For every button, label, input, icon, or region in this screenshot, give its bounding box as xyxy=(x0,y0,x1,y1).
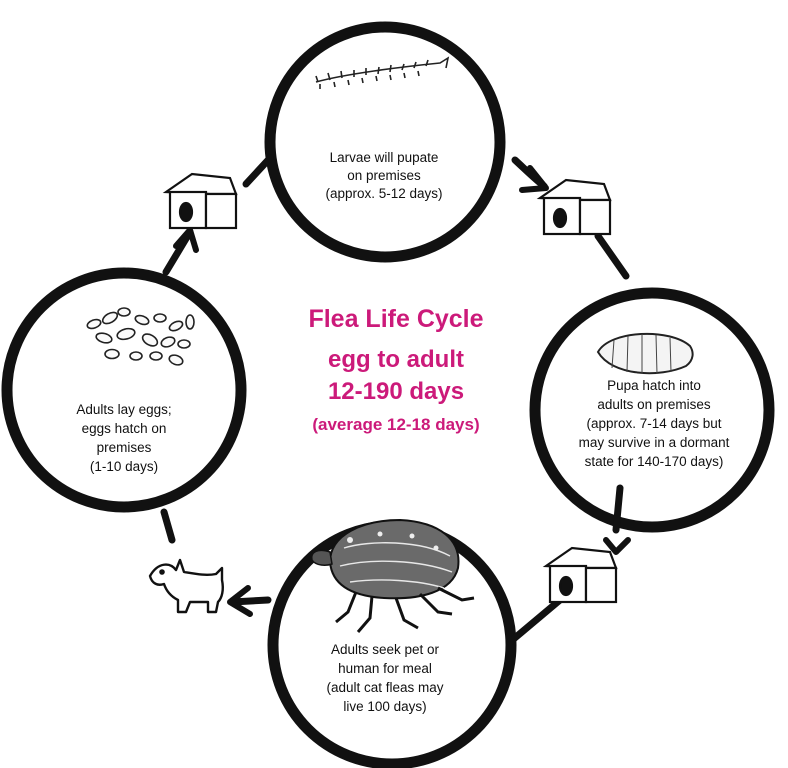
pupa-caption-line: adults on premises xyxy=(597,397,711,412)
adult-caption-line: live 100 days) xyxy=(343,699,426,714)
doghouse-icon xyxy=(162,172,238,230)
adult-caption-line: (adult cat fleas may xyxy=(326,680,443,695)
eggs-stage-circle xyxy=(1,267,247,513)
diagram-title: Flea Life Cycle xyxy=(308,305,483,333)
pupa-caption-line: Pupa hatch into xyxy=(607,378,701,393)
adult-caption-line: Adults seek pet or xyxy=(331,642,440,657)
adult-caption-line: human for meal xyxy=(338,661,432,676)
connector-line xyxy=(506,596,564,646)
diagram-subtitle: egg to adult xyxy=(328,346,464,373)
connector-line xyxy=(160,508,176,544)
arrow-left-icon xyxy=(227,585,253,617)
arrow-up-icon xyxy=(173,227,199,253)
adult-caption: Adults seek pet or human for meal (adult… xyxy=(326,642,443,714)
larva-icon xyxy=(315,56,450,89)
larvae-caption-line: (approx. 5-12 days) xyxy=(325,186,442,201)
connector-line xyxy=(228,596,272,606)
diagram-duration: 12-190 days xyxy=(328,378,464,405)
larvae-caption-line: Larvae will pupate xyxy=(330,150,439,165)
arrowheads xyxy=(173,165,631,617)
eggs-caption-line: Adults lay eggs; xyxy=(76,402,171,417)
eggs-caption-line: premises xyxy=(97,440,152,455)
pupa-caption: Pupa hatch into adults on premises (appr… xyxy=(579,378,730,469)
eggs-caption: Adults lay eggs; eggs hatch on premises … xyxy=(76,402,171,474)
pupa-icon xyxy=(596,332,694,375)
diagram-average: (average 12-18 days) xyxy=(312,415,479,434)
center-title-block: Flea Life Cycle egg to adult 12-190 days… xyxy=(308,305,483,434)
eggs-icon xyxy=(86,307,195,366)
larvae-caption-line: on premises xyxy=(347,168,421,183)
doghouse-icon xyxy=(536,178,612,236)
eggs-caption-line: eggs hatch on xyxy=(82,421,167,436)
connector-line xyxy=(594,232,630,280)
arrow-right-icon xyxy=(519,165,549,193)
arrow-down-icon xyxy=(603,537,631,555)
eggs-caption-line: (1-10 days) xyxy=(90,459,158,474)
flea-icon xyxy=(310,518,475,633)
dog-icon xyxy=(148,558,224,614)
pupa-stage-circle xyxy=(529,287,775,533)
connector-line xyxy=(242,154,274,188)
doghouse-icon xyxy=(542,546,618,604)
larvae-stage-circle xyxy=(264,21,506,263)
pupa-caption-line: state for 140-170 days) xyxy=(585,454,724,469)
pupa-caption-line: (approx. 7-14 days but xyxy=(586,416,721,431)
larvae-caption: Larvae will pupate on premises (approx. … xyxy=(325,150,442,201)
pupa-caption-line: may survive in a dormant xyxy=(579,435,730,450)
connector-line xyxy=(612,484,624,534)
